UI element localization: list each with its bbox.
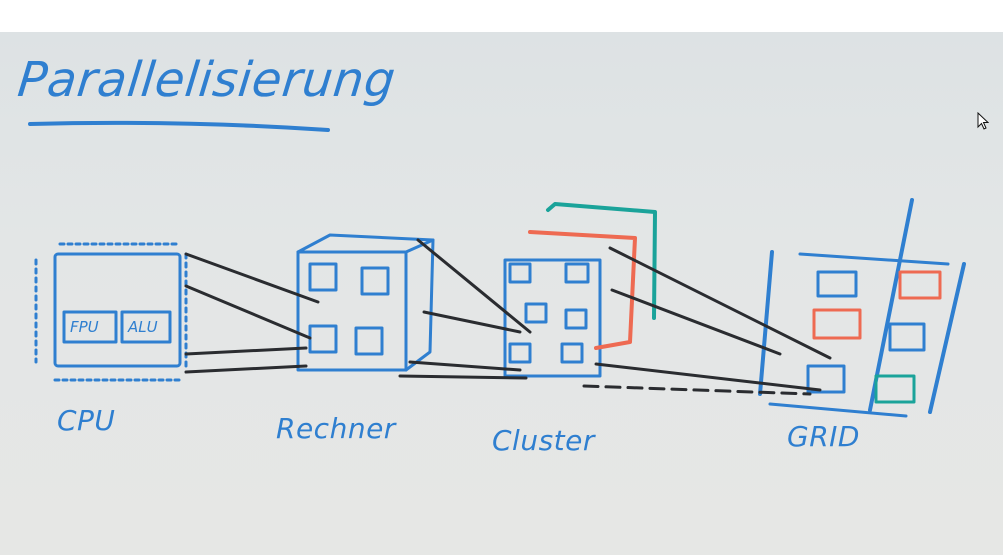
cluster-rack xyxy=(503,202,657,378)
rechner-box xyxy=(296,233,435,372)
fpu-label: FPU xyxy=(70,318,99,336)
cpu-chip xyxy=(34,242,188,382)
grid-structure xyxy=(758,198,966,418)
connection-lines xyxy=(184,238,832,396)
fpu-box xyxy=(62,310,118,344)
label-cpu: CPU xyxy=(57,404,116,437)
whiteboard: Parallelisierung FPU ALU CPU Rechner Clu… xyxy=(0,32,1003,555)
whiteboard-drawing xyxy=(28,120,966,418)
board-title: Parallelisierung xyxy=(15,52,399,108)
mouse-cursor-icon xyxy=(977,112,989,130)
alu-label: ALU xyxy=(128,318,158,336)
label-rechner: Rechner xyxy=(276,412,396,445)
alu-box xyxy=(120,310,172,344)
title-underline xyxy=(28,120,330,132)
label-grid: GRID xyxy=(787,420,860,453)
label-cluster: Cluster xyxy=(492,424,595,457)
